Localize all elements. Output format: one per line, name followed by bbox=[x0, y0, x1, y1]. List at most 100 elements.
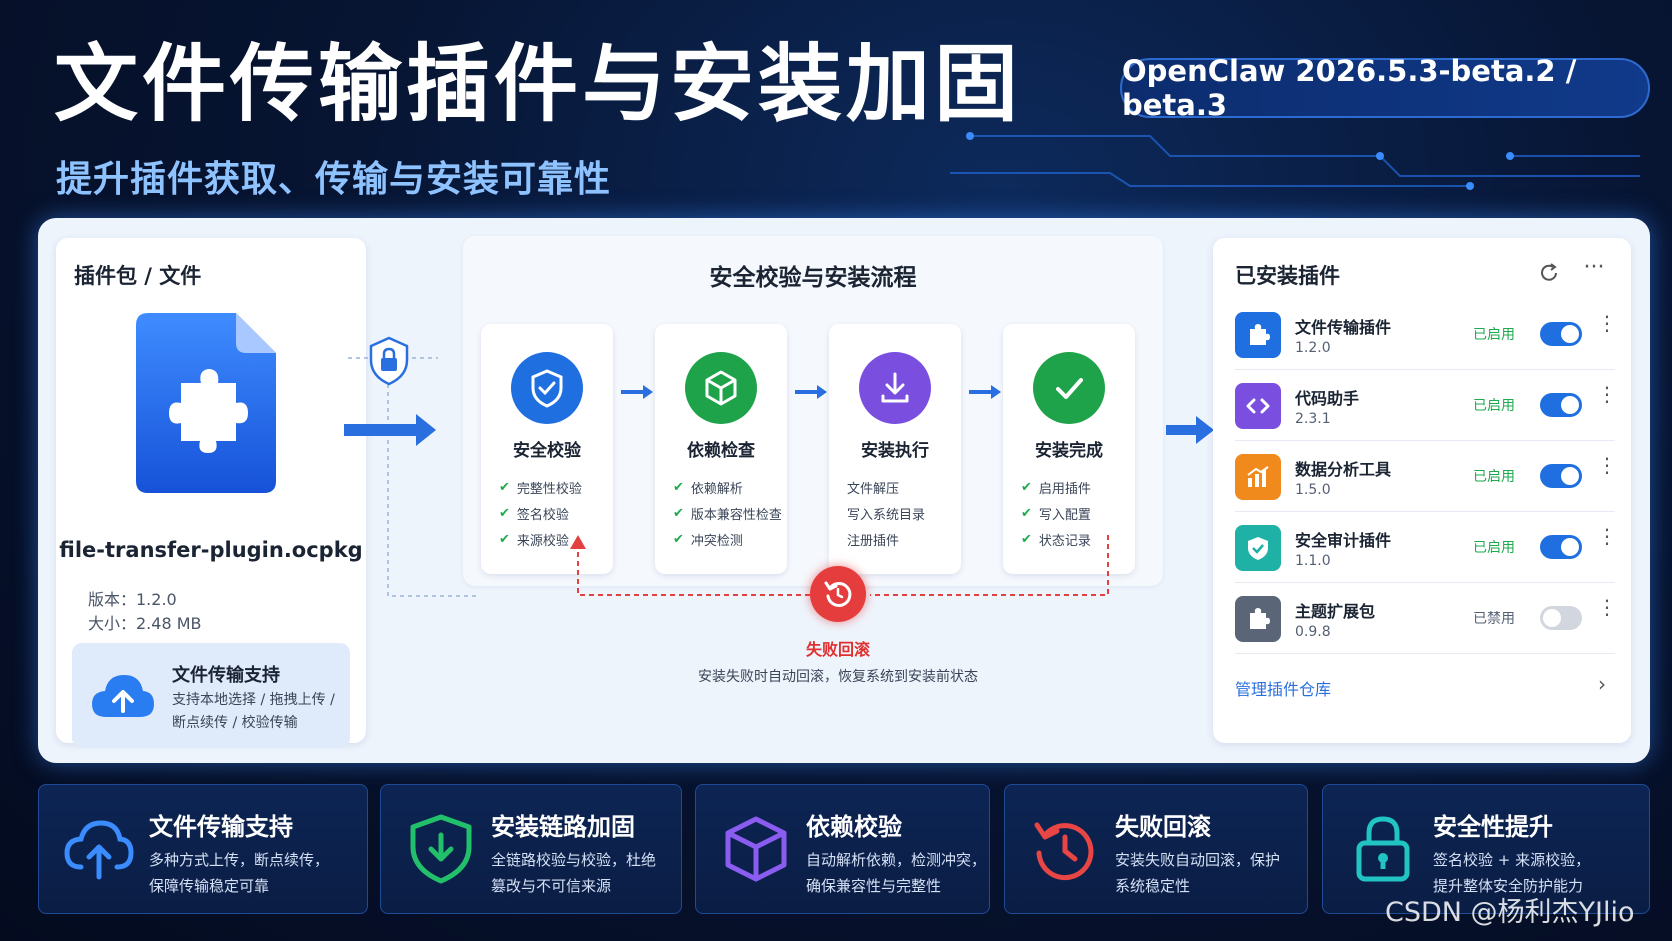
step-item-label: 写入配置 bbox=[1038, 507, 1091, 523]
plugin-name: 代码助手 bbox=[1295, 389, 1360, 408]
more-icon[interactable]: ··· bbox=[1583, 255, 1605, 280]
file-version: 版本：1.2.0 bbox=[88, 590, 177, 609]
step-item: ✔冲突检测 bbox=[673, 526, 782, 552]
plugin-version: 0.9.8 bbox=[1295, 624, 1331, 640]
kebab-menu-icon[interactable]: ⋮ bbox=[1597, 524, 1617, 548]
plugin-status: 已禁用 bbox=[1473, 611, 1515, 627]
installed-plugins-card: 已安装插件 ··· 文件传输插件 1.2.0 已启用 ⋮ 代码助手 2.3.1 … bbox=[1213, 238, 1631, 743]
step-name: 依赖检查 bbox=[687, 441, 755, 461]
plugin-name: 文件传输插件 bbox=[1295, 318, 1392, 337]
check-icon: ✔ bbox=[499, 479, 510, 495]
kebab-menu-icon[interactable]: ⋮ bbox=[1597, 453, 1617, 477]
feature-title: 安全性提升 bbox=[1433, 813, 1553, 841]
step-item: ✔ 写入配置 bbox=[1021, 500, 1091, 526]
manage-plugin-repo-link[interactable]: 管理插件仓库 bbox=[1235, 680, 1332, 699]
feature-card: 失败回滚 安装失败自动回滚，保护系统稳定性 bbox=[1004, 784, 1308, 914]
step-item-label: 依赖解析 bbox=[690, 481, 743, 497]
install-flow-panel: 安全校验与安装流程 安全校验 ✔完整性校验 ✔签名校验 ✔来源校验 依赖检查 ✔… bbox=[463, 236, 1163, 586]
check-icon: ✔ bbox=[1021, 479, 1032, 495]
step-install-complete[interactable]: 安装完成 ✔启用插件 ✔写入配置 ✔状态记录 bbox=[1003, 324, 1135, 574]
step-items: ✔完整性校验 ✔签名校验 ✔来源校验 bbox=[499, 474, 582, 552]
feature-card: 安全性提升 签名校验 + 来源校验，提升整体安全防护能力 bbox=[1322, 784, 1650, 914]
step-security-check[interactable]: 安全校验 ✔完整性校验 ✔签名校验 ✔来源校验 bbox=[481, 324, 613, 574]
feature-desc-line1: 多种方式上传，断点续传， bbox=[149, 851, 330, 869]
feature-title: 文件传输支持 bbox=[149, 813, 293, 841]
step-dependency-check[interactable]: 依赖检查 ✔依赖解析 ✔版本兼容性检查 ✔冲突检测 bbox=[655, 324, 787, 574]
plugin-name: 数据分析工具 bbox=[1295, 460, 1392, 479]
step-name: 安装执行 bbox=[861, 441, 929, 461]
plugin-toggle[interactable] bbox=[1540, 322, 1582, 346]
file-name: file-transfer-plugin.ocpkg bbox=[59, 538, 363, 562]
plugin-version: 1.1.0 bbox=[1295, 553, 1331, 569]
feature-title: 依赖校验 bbox=[806, 813, 902, 841]
code-icon bbox=[1235, 383, 1281, 429]
arrow-right-icon bbox=[621, 385, 653, 399]
plugin-toggle[interactable] bbox=[1540, 606, 1582, 630]
plugin-toggle[interactable] bbox=[1540, 535, 1582, 559]
puzzle-file-icon[interactable] bbox=[136, 313, 286, 493]
feature-card: 文件传输支持 多种方式上传，断点续传， 保障传输稳定可靠 bbox=[38, 784, 368, 914]
version-badge: OpenClaw 2026.5.3-beta.2 / beta.3 bbox=[1120, 54, 1650, 122]
feature-desc-line1: 签名校验 + 来源校验， bbox=[1433, 851, 1591, 869]
installed-plugins-title: 已安装插件 bbox=[1235, 264, 1340, 288]
plugin-row[interactable]: 安全审计插件 1.1.0 已启用 ⋮ bbox=[1235, 513, 1617, 583]
feature-desc: 全链路校验与校验，杜绝篡改与不可信来源 bbox=[491, 847, 656, 899]
plugin-status: 已启用 bbox=[1473, 540, 1515, 556]
rollback-icon[interactable] bbox=[810, 566, 866, 622]
plugin-toggle[interactable] bbox=[1540, 393, 1582, 417]
puzzle-icon bbox=[1235, 596, 1281, 642]
feature-desc: 多种方式上传，断点续传， 保障传输稳定可靠 bbox=[149, 847, 329, 899]
step-item: 写入系统目录 bbox=[847, 500, 925, 526]
shield-check-icon bbox=[1235, 525, 1281, 571]
step-items: ✔启用插件 ✔写入配置 ✔状态记录 bbox=[1021, 474, 1091, 552]
plugin-toggle[interactable] bbox=[1540, 464, 1582, 488]
step-install-execute[interactable]: 安装执行 文件解压 写入系统目录 注册插件 bbox=[829, 324, 961, 574]
main-panel: 插件包 / 文件 file-transfer-plugin.ocpkg 版本：1… bbox=[38, 218, 1650, 763]
check-icon: ✔ bbox=[499, 505, 510, 521]
transfer-support-box[interactable]: 文件传输支持 支持本地选择 / 拖拽上传 / 断点续传 / 校验传输 bbox=[72, 643, 350, 748]
page-title: 文件传输插件与安装加固 bbox=[54, 35, 1023, 133]
circuit-decoration bbox=[950, 132, 1640, 190]
page-subtitle: 提升插件获取、传输与安装可靠性 bbox=[56, 159, 612, 200]
chevron-right-icon[interactable]: › bbox=[1598, 672, 1606, 696]
feature-title: 失败回滚 bbox=[1115, 813, 1211, 841]
plugin-row[interactable]: 数据分析工具 1.5.0 已启用 ⋮ bbox=[1235, 442, 1617, 512]
cube-icon bbox=[725, 816, 787, 882]
transfer-support-desc-line1: 支持本地选择 / 拖拽上传 / bbox=[172, 692, 335, 708]
plugin-file-card: 插件包 / 文件 file-transfer-plugin.ocpkg 版本：1… bbox=[56, 238, 366, 748]
step-name: 安全校验 bbox=[513, 441, 581, 461]
feature-desc-line2: 保障传输稳定可靠 bbox=[149, 877, 270, 895]
download-icon bbox=[859, 352, 931, 424]
step-items: 文件解压 写入系统目录 注册插件 bbox=[847, 474, 925, 552]
check-icon: ✔ bbox=[1021, 531, 1032, 547]
plugin-name: 安全审计插件 bbox=[1295, 531, 1392, 550]
step-item-label: 文件解压 bbox=[847, 481, 900, 497]
feature-desc: 签名校验 + 来源校验，提升整体安全防护能力 bbox=[1433, 847, 1590, 899]
plugin-file-title: 插件包 / 文件 bbox=[74, 264, 202, 288]
kebab-menu-icon[interactable]: ⋮ bbox=[1597, 595, 1617, 619]
lock-icon bbox=[1356, 816, 1410, 882]
step-item-label: 注册插件 bbox=[847, 533, 900, 549]
check-icon: ✔ bbox=[673, 479, 684, 495]
step-item: ✔状态记录 bbox=[1021, 526, 1091, 552]
feature-desc: 安装失败自动回滚，保护系统稳定性 bbox=[1115, 847, 1280, 899]
rollback-desc: 安装失败时自动回滚，恢复系统到安装前状态 bbox=[698, 669, 978, 685]
kebab-menu-icon[interactable]: ⋮ bbox=[1597, 382, 1617, 406]
transfer-support-desc-line2: 断点续传 / 校验传输 bbox=[172, 715, 298, 731]
feature-desc-line1: 自动解析依赖，检测冲突， bbox=[806, 851, 987, 869]
check-icon: ✔ bbox=[1021, 505, 1032, 521]
plugin-name: 主题扩展包 bbox=[1295, 602, 1376, 621]
plugin-row[interactable]: 代码助手 2.3.1 已启用 ⋮ bbox=[1235, 371, 1617, 441]
plugin-version: 2.3.1 bbox=[1295, 411, 1331, 427]
step-item-label: 完整性校验 bbox=[516, 481, 582, 497]
refresh-icon[interactable] bbox=[1538, 262, 1560, 284]
plugin-row[interactable]: 文件传输插件 1.2.0 已启用 ⋮ bbox=[1235, 300, 1617, 370]
step-item: ✔ 完整性校验 bbox=[499, 474, 582, 500]
plugin-version: 1.5.0 bbox=[1295, 482, 1331, 498]
cloud-upload-icon bbox=[92, 675, 154, 717]
feature-desc: 自动解析依赖，检测冲突，确保兼容性与完整性 bbox=[806, 847, 986, 899]
plugin-row[interactable]: 主题扩展包 0.9.8 已禁用 ⋮ bbox=[1235, 584, 1617, 654]
kebab-menu-icon[interactable]: ⋮ bbox=[1597, 311, 1617, 335]
arrow-right-icon bbox=[795, 385, 827, 399]
watermark: CSDN @杨利杰YJlio bbox=[1385, 897, 1635, 928]
